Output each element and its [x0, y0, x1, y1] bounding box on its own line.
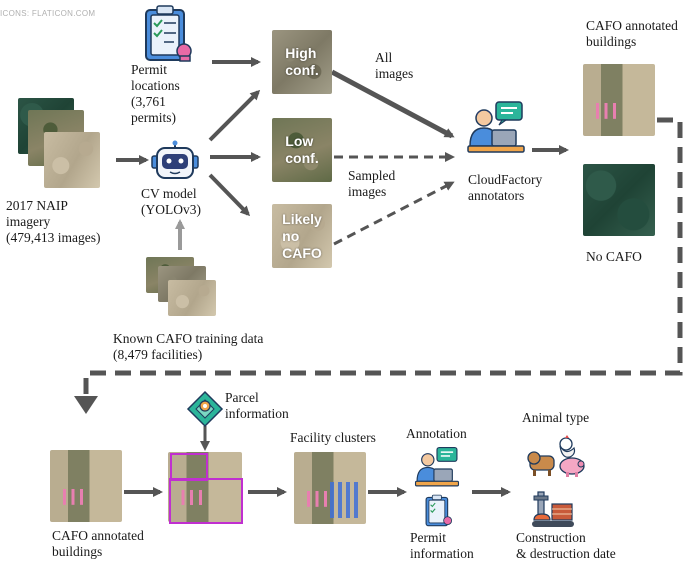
naip-label: 2017 NAIP imagery (479,413 images)	[6, 198, 101, 245]
sampled-images-label: Sampled images	[348, 168, 396, 199]
clusters-label: Facility clusters	[290, 430, 376, 445]
parcel-outline-top	[170, 453, 208, 481]
arrow-high-to-annotators	[330, 69, 455, 139]
arrow-cv-to-likely	[208, 173, 251, 217]
cafo-annotated-bottom-label: CAFO annotated buildings	[52, 528, 144, 559]
map-location-icon	[186, 390, 224, 428]
annotation-icon	[414, 446, 460, 492]
construction-icon	[532, 491, 574, 527]
cafo-annotated-bottom-image	[50, 450, 122, 522]
cv-model-label: CV model (YOLOv3)	[141, 186, 201, 217]
annotation-label: Annotation	[406, 426, 467, 441]
person-at-laptop-icon	[467, 101, 525, 153]
permit-info-icon	[420, 494, 456, 528]
arrow-cv-to-high	[208, 89, 261, 142]
no-cafo-label: No CAFO	[586, 249, 642, 264]
animal-icon	[526, 432, 586, 480]
naip-tile-front	[44, 132, 100, 188]
person-at-laptop-icon	[414, 446, 460, 487]
arrowhead-down-big	[74, 396, 98, 414]
cv-model-icon	[148, 140, 202, 182]
high-conf-tile	[272, 30, 332, 94]
likely-no-cafo-tile	[272, 204, 332, 268]
cafo-annotated-top-image	[583, 64, 655, 136]
farm-animals-icon	[527, 435, 585, 477]
cluster-overlay	[330, 482, 360, 518]
permit-locations-label: Permit locations (3,761 permits)	[131, 62, 180, 125]
annotators-icon	[466, 100, 526, 160]
construction-label: Construction & destruction date	[516, 530, 616, 561]
parcel-label: Parcel information	[225, 390, 289, 421]
parcel-map-image	[168, 452, 242, 522]
high-conf-text: High conf.	[285, 45, 319, 78]
all-images-label: All images	[375, 50, 414, 81]
dashed-connector-loop	[83, 117, 683, 398]
likely-no-cafo-text: Likely no CAFO	[282, 210, 322, 261]
animal-type-label: Animal type	[522, 410, 590, 425]
cafo-annotated-top-label: CAFO annotated buildings	[586, 18, 678, 49]
no-cafo-image	[583, 164, 655, 236]
annotators-label: CloudFactory annotators	[468, 172, 543, 203]
low-conf-text: Low conf.	[285, 133, 319, 166]
clipboard-checklist-icon	[425, 494, 453, 527]
permit-information-label: Permit information	[410, 530, 474, 561]
known-cafo-label: Known CAFO training data (8,479 faciliti…	[113, 331, 264, 362]
permit-icon	[140, 4, 194, 64]
parcel-icon	[186, 390, 224, 428]
robot-icon	[151, 140, 199, 179]
parcel-outline-bottom	[169, 478, 243, 524]
clipboard-checklist-icon	[145, 5, 192, 62]
low-conf-tile	[272, 118, 332, 182]
arrow-likely-to-annotators	[333, 181, 455, 246]
icons-credit: ICONS: FLATICON.COM	[0, 9, 96, 18]
known-tile-front	[168, 280, 216, 316]
construction-icon-wrap	[530, 490, 576, 530]
